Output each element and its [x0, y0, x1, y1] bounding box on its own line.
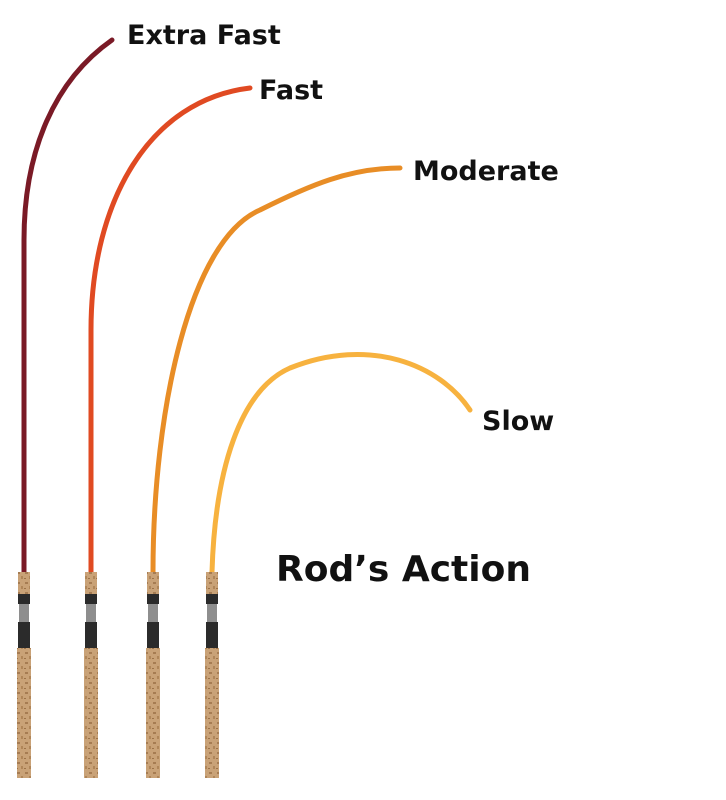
- rod-labels: Extra Fast Fast Moderate Slow: [127, 20, 559, 437]
- label-moderate: Moderate: [413, 156, 559, 187]
- rod-handles: [17, 572, 219, 778]
- label-fast: Fast: [259, 75, 323, 106]
- rod-blank-extra-fast: [21, 37, 115, 575]
- rod-handle-slow: [205, 572, 219, 778]
- label-slow: Slow: [482, 406, 554, 437]
- rod-blank-fast: [88, 85, 253, 575]
- rod-handle-moderate: [146, 572, 160, 778]
- rod-blank-moderate: [150, 165, 403, 575]
- rod-handle-extra-fast: [17, 572, 31, 778]
- rod-blank-slow: [209, 352, 473, 575]
- rod-handle-fast: [84, 572, 98, 778]
- diagram-title: Rod’s Action: [276, 549, 531, 590]
- rod-blanks: [21, 37, 473, 575]
- label-extra-fast: Extra Fast: [127, 20, 281, 51]
